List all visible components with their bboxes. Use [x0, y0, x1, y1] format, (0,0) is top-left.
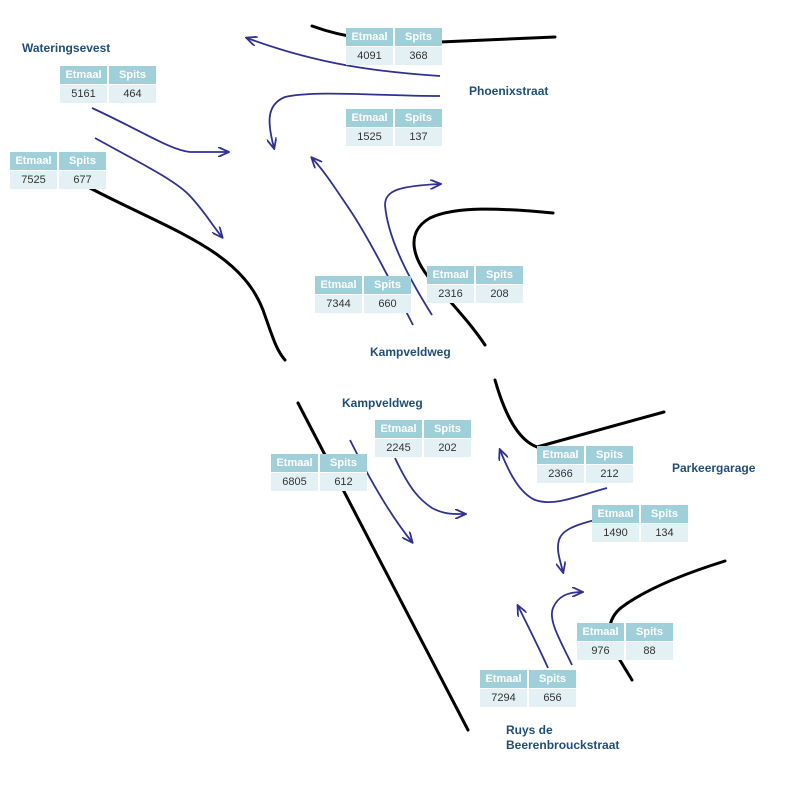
spits-value: 202 [422, 439, 471, 457]
flow-arrow [394, 457, 465, 514]
column-header-spits: Spits [362, 276, 411, 294]
spits-value: 208 [474, 285, 523, 303]
column-header-etmaal: Etmaal [480, 670, 527, 688]
flow-arrow [94, 137, 222, 237]
column-header-etmaal: Etmaal [60, 66, 107, 84]
spits-value: 677 [57, 171, 106, 189]
road-edge [493, 378, 666, 449]
column-header-etmaal: Etmaal [271, 454, 318, 472]
street-label-line: Beerenbrouckstraat [506, 738, 620, 752]
street-label-parkeergarage: Parkeergarage [672, 461, 756, 475]
column-header-spits: Spits [584, 446, 633, 464]
column-header-etmaal: Etmaal [315, 276, 362, 294]
column-header-spits: Spits [57, 152, 106, 170]
spits-value: 612 [318, 473, 367, 491]
spits-value: 88 [624, 642, 673, 660]
column-header-spits: Spits [624, 623, 673, 641]
flow-arrow [558, 519, 596, 572]
column-header-etmaal: Etmaal [577, 623, 624, 641]
column-header-etmaal: Etmaal [346, 28, 393, 46]
street-label-line: Ruys de [506, 723, 553, 737]
column-header-spits: Spits [107, 66, 156, 84]
column-header-spits: Spits [393, 28, 442, 46]
flow-arrow [384, 184, 440, 316]
column-header-spits: Spits [318, 454, 367, 472]
road-edge [608, 559, 727, 682]
street-label-ruys-de-beerenbrouckstraat: Ruys de Beerenbrouckstraat [506, 723, 619, 753]
column-header-spits: Spits [474, 266, 523, 284]
spits-value: 656 [527, 689, 576, 707]
column-header-etmaal: Etmaal [346, 109, 393, 127]
column-header-spits: Spits [422, 420, 471, 438]
column-header-etmaal: Etmaal [427, 266, 474, 284]
etmaal-value: 6805 [271, 473, 318, 491]
column-header-spits: Spits [527, 670, 576, 688]
flow-arrow [551, 592, 582, 666]
column-header-etmaal: Etmaal [10, 152, 57, 170]
etmaal-value: 7294 [480, 689, 527, 707]
flow-arrow [518, 606, 549, 669]
spits-value: 134 [639, 524, 688, 542]
spits-value: 660 [362, 295, 411, 313]
flow-arrow [500, 450, 608, 504]
flow-arrow [270, 92, 441, 148]
spits-value: 464 [107, 85, 156, 103]
flow-arrow [91, 107, 228, 152]
spits-value: 212 [584, 465, 633, 483]
column-header-spits: Spits [393, 109, 442, 127]
road-edge [412, 207, 555, 347]
etmaal-value: 7525 [10, 171, 57, 189]
street-label-phoenixstraat: Phoenixstraat [469, 84, 549, 98]
street-label-kampveldweg: Kampveldweg [370, 345, 451, 359]
etmaal-value: 5161 [60, 85, 107, 103]
etmaal-value: 2245 [375, 439, 422, 457]
etmaal-value: 2316 [427, 285, 474, 303]
etmaal-value: 976 [577, 642, 624, 660]
street-label-wateringsevest: Wateringsevest [22, 41, 111, 55]
flow-arrow [349, 439, 412, 542]
etmaal-value: 4091 [346, 47, 393, 65]
etmaal-value: 7344 [315, 295, 362, 313]
road-edge [88, 186, 287, 362]
spits-value: 368 [393, 47, 442, 65]
column-header-etmaal: Etmaal [592, 505, 639, 523]
etmaal-value: 1525 [346, 128, 393, 146]
column-header-etmaal: Etmaal [375, 420, 422, 438]
column-header-etmaal: Etmaal [537, 446, 584, 464]
etmaal-value: 1490 [592, 524, 639, 542]
spits-value: 137 [393, 128, 442, 146]
flow-arrow [247, 38, 441, 77]
etmaal-value: 2366 [537, 465, 584, 483]
column-header-spits: Spits [639, 505, 688, 523]
street-label-kampveldweg: Kampveldweg [342, 396, 423, 410]
